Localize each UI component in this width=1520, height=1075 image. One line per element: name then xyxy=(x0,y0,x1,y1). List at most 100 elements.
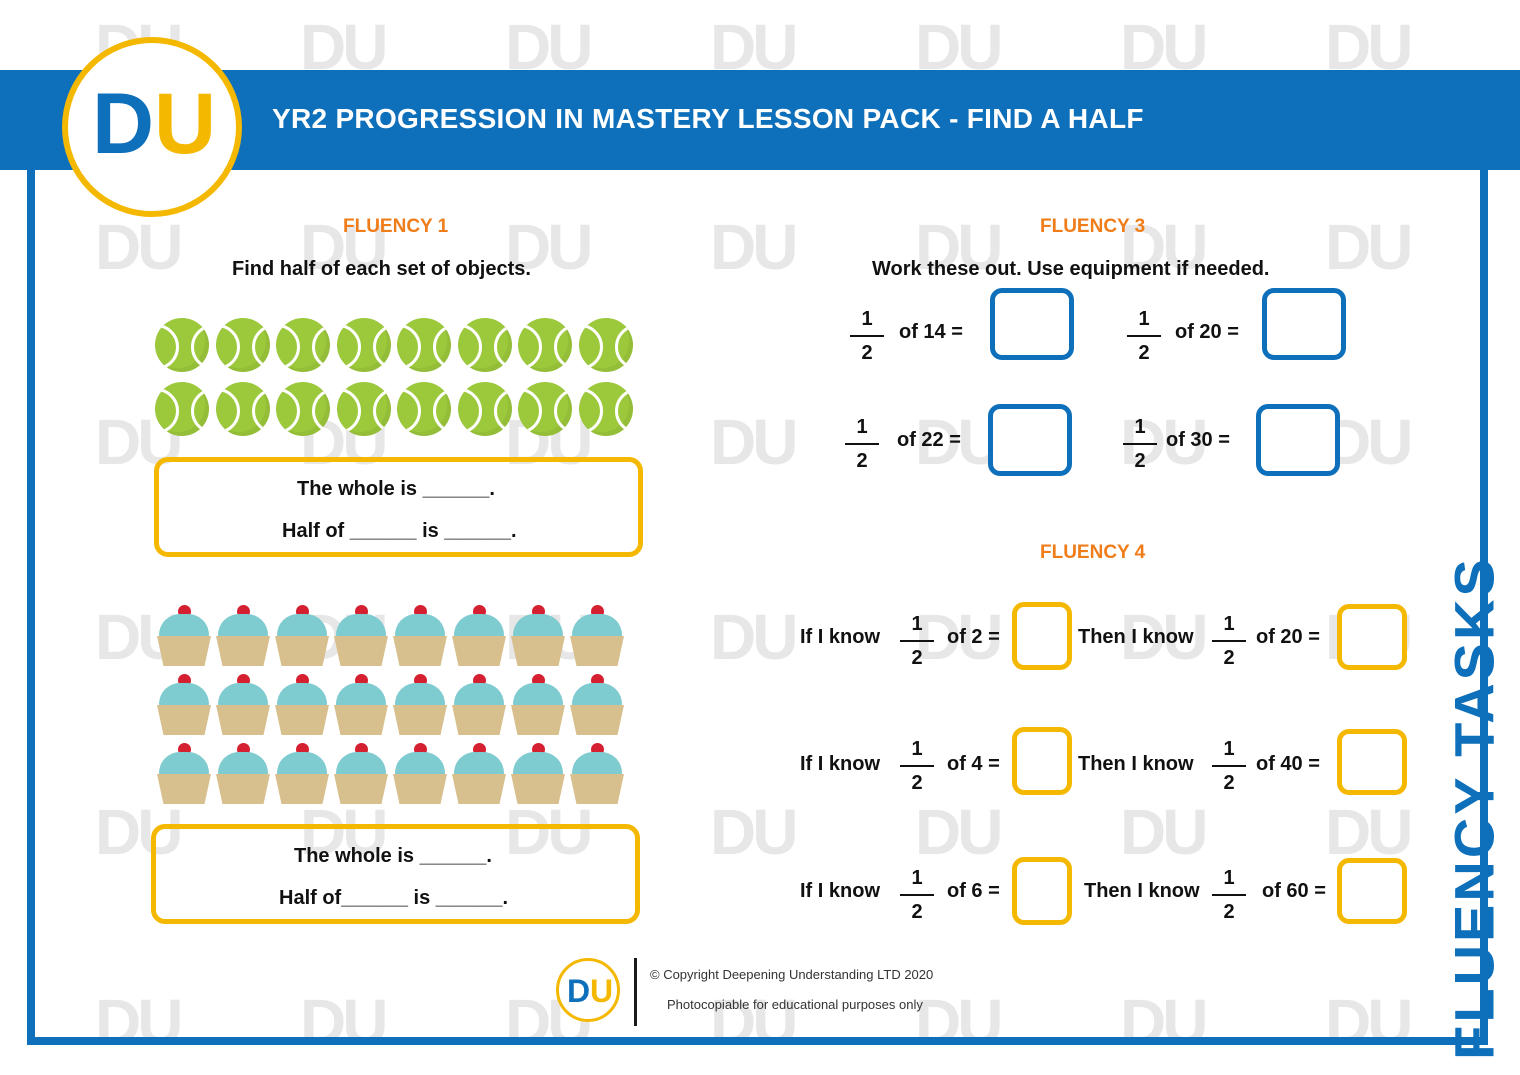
fluency3-item-2-text: of 20 = xyxy=(1175,321,1239,343)
fluency1-answer-box-1 xyxy=(154,457,643,557)
fluency4-then-answer-2[interactable] xyxy=(1337,729,1407,795)
fluency1-answer-box-2 xyxy=(151,824,640,924)
footer-logo: D U xyxy=(556,958,620,1022)
tennis-ball xyxy=(155,318,209,372)
tennis-ball xyxy=(578,382,633,436)
cupcake xyxy=(452,743,506,805)
footer-note: Photocopiable for educational purposes o… xyxy=(667,997,923,1012)
if-i-know-label: If I know xyxy=(800,880,880,902)
fraction-denominator: 2 xyxy=(1134,450,1146,472)
cupcake xyxy=(511,674,565,736)
fraction-numerator: 1 xyxy=(1223,613,1235,635)
fraction-denominator: 2 xyxy=(1223,647,1235,669)
cupcake xyxy=(216,605,270,667)
cupcake xyxy=(393,605,447,667)
footer-divider xyxy=(634,958,637,1026)
page-title: YR2 PROGRESSION IN MASTERY LESSON PACK -… xyxy=(272,103,1144,134)
fraction-numerator: 1 xyxy=(856,416,868,438)
tennis-ball xyxy=(457,382,512,436)
if-i-know-label: If I know xyxy=(800,626,880,648)
fluency3-answer-3[interactable] xyxy=(988,404,1072,476)
fluency4-if-answer-3[interactable] xyxy=(1012,857,1072,925)
cupcake xyxy=(570,674,624,736)
cupcake xyxy=(216,674,270,736)
cupcake xyxy=(157,674,211,736)
tennis-ball xyxy=(336,318,391,372)
logo-letter-u: U xyxy=(154,76,217,172)
brand-logo: D U xyxy=(62,37,242,217)
fraction-denominator: 2 xyxy=(1223,901,1235,923)
fluency3-answer-4[interactable] xyxy=(1256,404,1340,476)
fraction-denominator: 2 xyxy=(911,901,923,923)
fraction-numerator: 1 xyxy=(911,867,923,889)
tennis-ball xyxy=(215,318,270,372)
tennis-ball xyxy=(276,318,330,372)
fraction-denominator: 2 xyxy=(911,772,923,794)
then-i-know-label: Then I know xyxy=(1078,626,1194,648)
fraction-numerator: 1 xyxy=(911,613,923,635)
cupcake xyxy=(334,674,388,736)
cupcake xyxy=(275,674,329,736)
fraction-numerator: 1 xyxy=(1223,738,1235,760)
fraction-numerator: 1 xyxy=(1223,867,1235,889)
if-expression-text: of 4 = xyxy=(947,753,1000,775)
then-expression-text: of 40 = xyxy=(1256,753,1320,775)
logo-letter-d: D xyxy=(567,973,591,1009)
fluency4-if-answer-2[interactable] xyxy=(1012,727,1072,795)
tennis-ball xyxy=(457,318,512,372)
answer-line-whole[interactable]: The whole is ______. xyxy=(297,478,495,500)
cupcake xyxy=(393,743,447,805)
fluency4-title: FLUENCY 4 xyxy=(1040,542,1146,563)
fluency3-item-3-text: of 22 = xyxy=(897,429,961,451)
then-expression-text: of 60 = xyxy=(1262,880,1326,902)
fraction-numerator: 1 xyxy=(1138,308,1150,330)
cupcake xyxy=(393,674,447,736)
then-i-know-label: Then I know xyxy=(1078,753,1194,775)
fluency4-if-answer-1[interactable] xyxy=(1012,602,1072,670)
fraction-denominator: 2 xyxy=(911,647,923,669)
cupcake xyxy=(511,743,565,805)
fraction-numerator: 1 xyxy=(861,308,873,330)
cupcake xyxy=(570,605,624,667)
fluency1-instruction: Find half of each set of objects. xyxy=(232,258,531,280)
cupcake xyxy=(275,743,329,805)
cupcake xyxy=(334,743,388,805)
fluency3-answer-1[interactable] xyxy=(990,288,1074,360)
fraction-denominator: 2 xyxy=(1223,772,1235,794)
tennis-ball xyxy=(518,318,572,372)
footer-copyright: © Copyright Deepening Understanding LTD … xyxy=(650,967,934,982)
cupcake xyxy=(511,605,565,667)
answer-line-half[interactable]: Half of ______ is ______. xyxy=(282,520,517,542)
answer-line-whole[interactable]: The whole is ______. xyxy=(294,845,492,867)
fraction-denominator: 2 xyxy=(861,342,873,364)
fluency3-item-1-text: of 14 = xyxy=(899,321,963,343)
cupcake xyxy=(275,605,329,667)
tennis-ball xyxy=(397,382,451,436)
tennis-ball xyxy=(518,382,572,436)
cupcake xyxy=(452,674,506,736)
side-title: FLUENCY TASKS xyxy=(1442,556,1506,1060)
fraction-denominator: 2 xyxy=(856,450,868,472)
fluency3-title: FLUENCY 3 xyxy=(1040,216,1146,237)
tennis-ball xyxy=(155,382,209,436)
logo-letter-d: D xyxy=(92,76,155,172)
fluency4-then-answer-3[interactable] xyxy=(1337,858,1407,924)
tennis-ball xyxy=(336,382,391,436)
fluency3-answer-2[interactable] xyxy=(1262,288,1346,360)
header-bar xyxy=(0,70,1520,170)
then-i-know-label: Then I know xyxy=(1084,880,1200,902)
fluency3-instruction: Work these out. Use equipment if needed. xyxy=(872,258,1270,280)
cupcake xyxy=(570,743,624,805)
tennis-ball xyxy=(578,318,633,372)
then-expression-text: of 20 = xyxy=(1256,626,1320,648)
cupcake xyxy=(452,605,506,667)
fluency4-then-answer-1[interactable] xyxy=(1337,604,1407,670)
answer-line-half[interactable]: Half of______ is ______. xyxy=(279,887,509,909)
page-frame xyxy=(27,165,1488,1045)
fraction-numerator: 1 xyxy=(1134,416,1146,438)
